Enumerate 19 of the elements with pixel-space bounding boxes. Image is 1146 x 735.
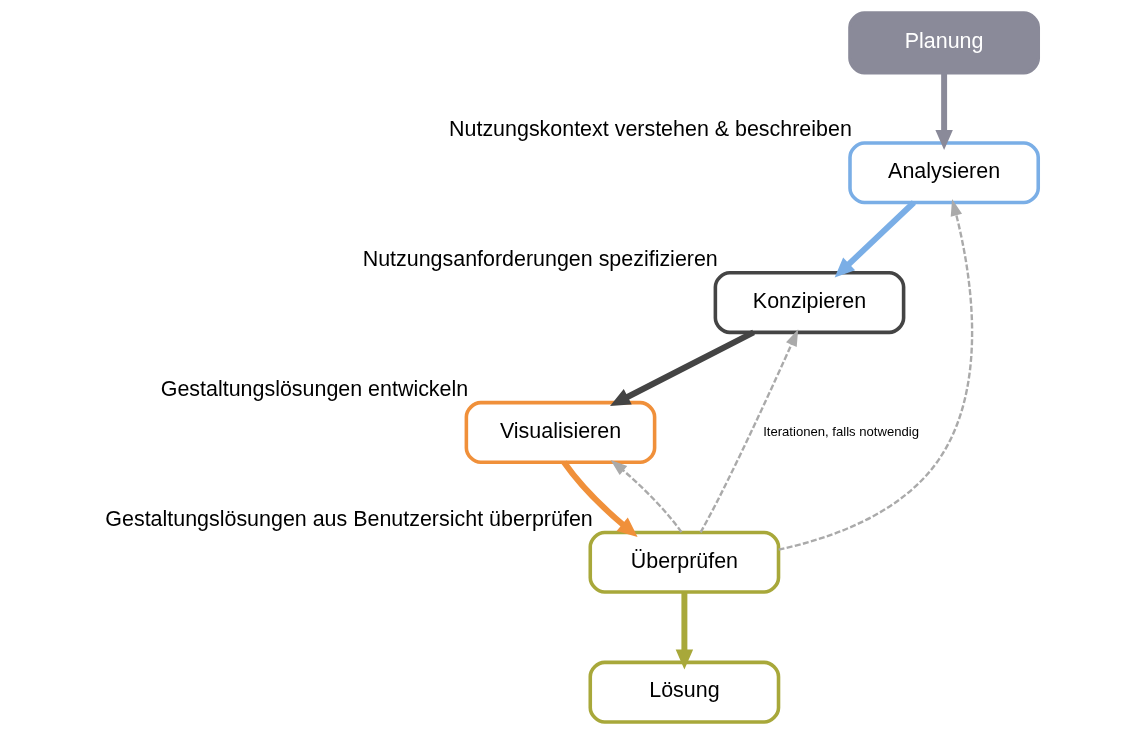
node-label: Nutzungskontext verstehen & beschreiben — [449, 117, 852, 142]
arrow — [699, 329, 799, 533]
arrow — [610, 329, 755, 406]
node-box: Lösung — [588, 660, 781, 724]
arrow — [935, 72, 953, 150]
node-box: Visualisieren — [464, 400, 657, 464]
edge-label: Iterationen, falls notwendig — [763, 423, 919, 439]
arrow — [610, 459, 683, 533]
node-label: Gestaltungslösungen entwickeln — [160, 376, 469, 401]
node-box: Analysieren — [848, 141, 1040, 205]
node-label: Nutzungsanforderungen spezifizieren — [362, 247, 718, 272]
arrow — [675, 592, 694, 670]
node-box: Planung — [848, 11, 1040, 75]
node-label: Gestaltungslösungen aus Benutzersicht überprüfen — [105, 506, 593, 531]
arrow — [561, 460, 638, 537]
node-box: Konzipieren — [713, 271, 906, 335]
node-box: Überprüfen — [588, 530, 781, 594]
arrow — [834, 200, 916, 278]
arrow — [778, 199, 974, 551]
